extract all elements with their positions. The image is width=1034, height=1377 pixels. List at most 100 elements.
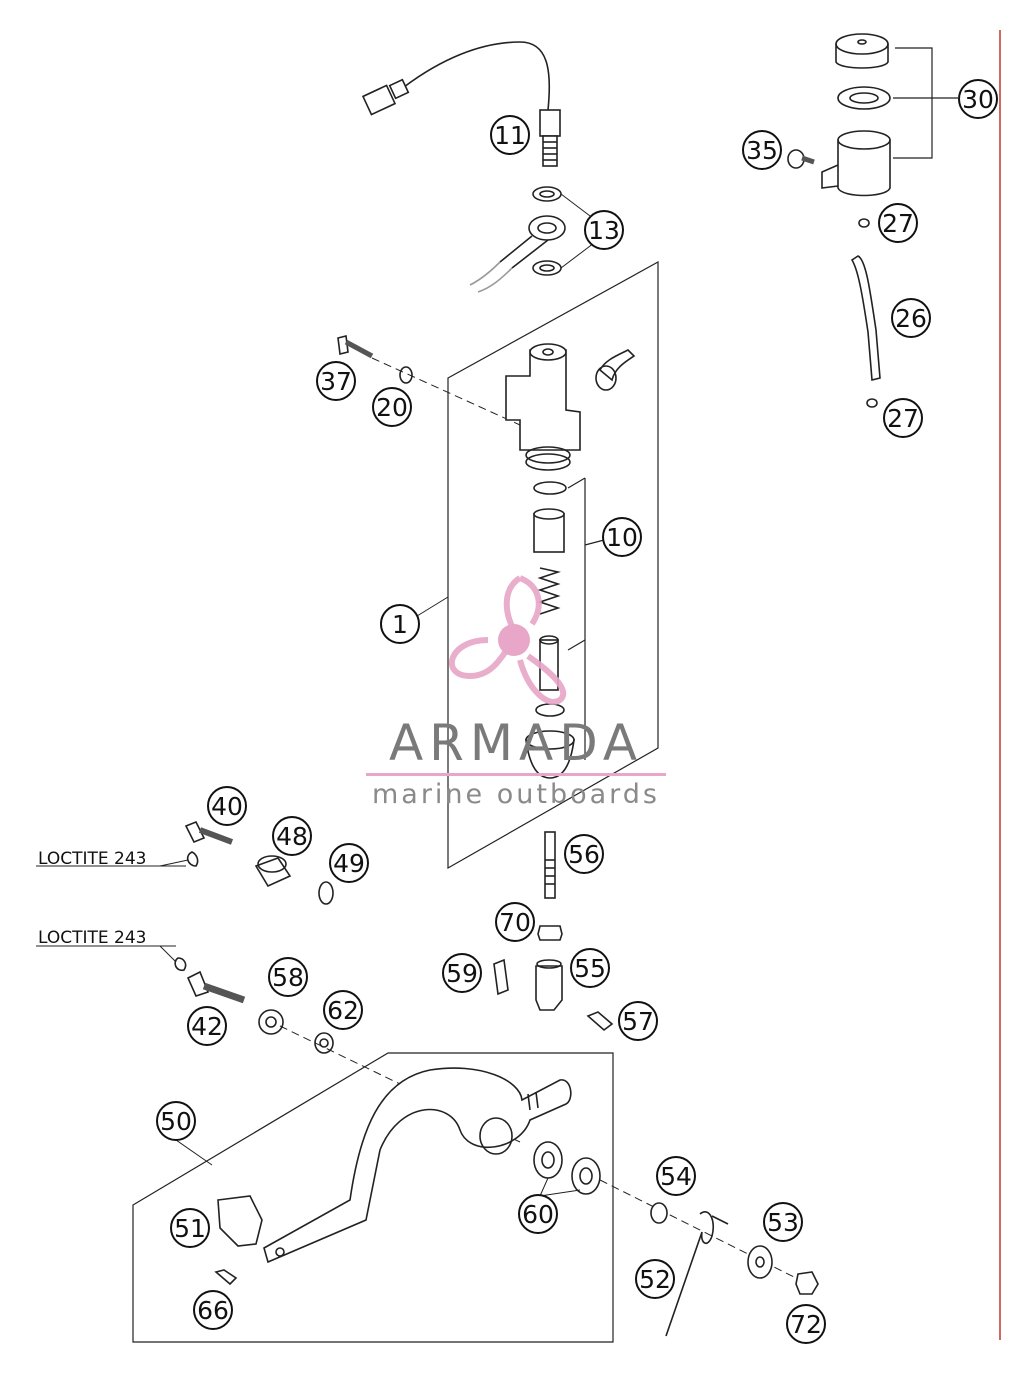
part-label-51: 51 — [174, 1214, 206, 1243]
part-label-58: 58 — [272, 963, 304, 992]
watermark-rule — [366, 773, 666, 776]
screw-35 — [787, 149, 805, 169]
part-label-26: 26 — [895, 304, 927, 333]
loctite-note-2: LOCTITE 243 — [38, 928, 147, 948]
callout-42: 42 — [187, 1006, 227, 1046]
callout-57: 57 — [618, 1001, 658, 1041]
callout-72: 72 — [786, 1304, 826, 1344]
part-label-10: 10 — [606, 523, 638, 552]
pedal-tip-51 — [217, 1195, 263, 1247]
washer-20 — [399, 366, 413, 384]
part-label-42: 42 — [191, 1012, 223, 1041]
part-label-70: 70 — [499, 908, 531, 937]
watermark-subtitle: marine outboards — [371, 779, 660, 810]
part-label-57: 57 — [622, 1007, 654, 1036]
part-label-11: 11 — [494, 121, 526, 150]
assembly-frame-1 — [447, 260, 659, 870]
reservoir-seal — [837, 86, 891, 110]
part-label-37: 37 — [320, 367, 352, 396]
callout-70: 70 — [495, 902, 535, 942]
callout-27b: 27 — [883, 398, 923, 438]
part-label-20: 20 — [376, 393, 408, 422]
callout-20: 20 — [372, 387, 412, 427]
callout-1: 1 — [380, 604, 420, 644]
pin-57 — [586, 1011, 614, 1032]
washer-53 — [747, 1245, 773, 1279]
part-label-66: 66 — [197, 1296, 229, 1325]
callout-27a: 27 — [878, 203, 918, 243]
reservoir — [837, 130, 891, 150]
callout-37: 37 — [316, 361, 356, 401]
callout-60: 60 — [518, 1194, 558, 1234]
boot — [525, 739, 575, 779]
banjo-fitting — [528, 215, 566, 241]
connector — [361, 84, 397, 116]
callout-54: 54 — [656, 1156, 696, 1196]
screw-40 — [184, 820, 206, 844]
bolt-42 — [186, 970, 210, 997]
part-label-49: 49 — [333, 849, 365, 878]
part-label-1: 1 — [392, 610, 408, 639]
part-label-54: 54 — [660, 1162, 692, 1191]
callout-40: 40 — [207, 786, 247, 826]
callout-35: 35 — [742, 130, 782, 170]
brake-pedal-50 — [263, 1067, 572, 1264]
washer-62 — [314, 1032, 334, 1054]
bearing-60a — [533, 1141, 563, 1179]
part-label-56: 56 — [568, 840, 600, 869]
loctite-drop-2 — [174, 957, 187, 972]
callout-26: 26 — [891, 298, 931, 338]
part-label-72: 72 — [790, 1310, 822, 1339]
callout-53: 53 — [763, 1202, 803, 1242]
brake-light-switch — [539, 109, 561, 137]
switch-cable — [403, 41, 551, 111]
watermark-logo — [449, 575, 567, 705]
callout-51: 51 — [170, 1208, 210, 1248]
part-label-27a: 27 — [882, 209, 914, 238]
washer-13b — [532, 260, 562, 276]
callout-52: 52 — [635, 1259, 675, 1299]
callout-59: 59 — [442, 953, 482, 993]
part-label-50: 50 — [160, 1107, 192, 1136]
bolt-37 — [337, 335, 349, 355]
part-label-62: 62 — [327, 996, 359, 1025]
washer-13a — [532, 186, 562, 202]
washer-54 — [650, 1202, 668, 1224]
bolt-66 — [214, 1269, 238, 1286]
hose-clamp-27b — [866, 398, 878, 408]
part-label-48: 48 — [276, 822, 308, 851]
watermark-hub — [498, 624, 530, 656]
assembly-frame-50 — [132, 1052, 614, 1343]
part-label-13: 13 — [588, 216, 620, 245]
callout-50: 50 — [156, 1101, 196, 1141]
part-label-60: 60 — [522, 1200, 554, 1229]
callout-56: 56 — [564, 834, 604, 874]
part-label-59: 59 — [446, 959, 478, 988]
hose-elbow — [599, 349, 636, 382]
callout-58: 58 — [268, 957, 308, 997]
part-label-30: 30 — [962, 85, 994, 114]
return-spring-52 — [665, 1211, 715, 1337]
callout-30: 30 — [958, 79, 998, 119]
clip-59 — [493, 958, 509, 996]
part-label-40: 40 — [211, 792, 243, 821]
callout-55: 55 — [570, 948, 610, 988]
nut-72 — [795, 1271, 819, 1295]
callout-62: 62 — [323, 990, 363, 1030]
loctite-drop-1 — [186, 851, 199, 867]
o-ring — [533, 481, 567, 495]
part-label-53: 53 — [767, 1208, 799, 1237]
part-label-52: 52 — [639, 1265, 671, 1294]
callout-10: 10 — [602, 517, 642, 557]
loctite-note-1: LOCTITE 243 — [38, 849, 147, 869]
hose-clamp-27a — [858, 218, 870, 228]
nut-70 — [537, 925, 563, 941]
master-cylinder-body — [505, 349, 581, 451]
clevis-55 — [535, 965, 563, 1011]
piston-sleeve — [533, 513, 565, 553]
pushrod-56 — [544, 831, 556, 899]
watermark-title: ARMADA — [388, 714, 644, 772]
callout-48: 48 — [272, 816, 312, 856]
part-label-27b: 27 — [887, 404, 919, 433]
